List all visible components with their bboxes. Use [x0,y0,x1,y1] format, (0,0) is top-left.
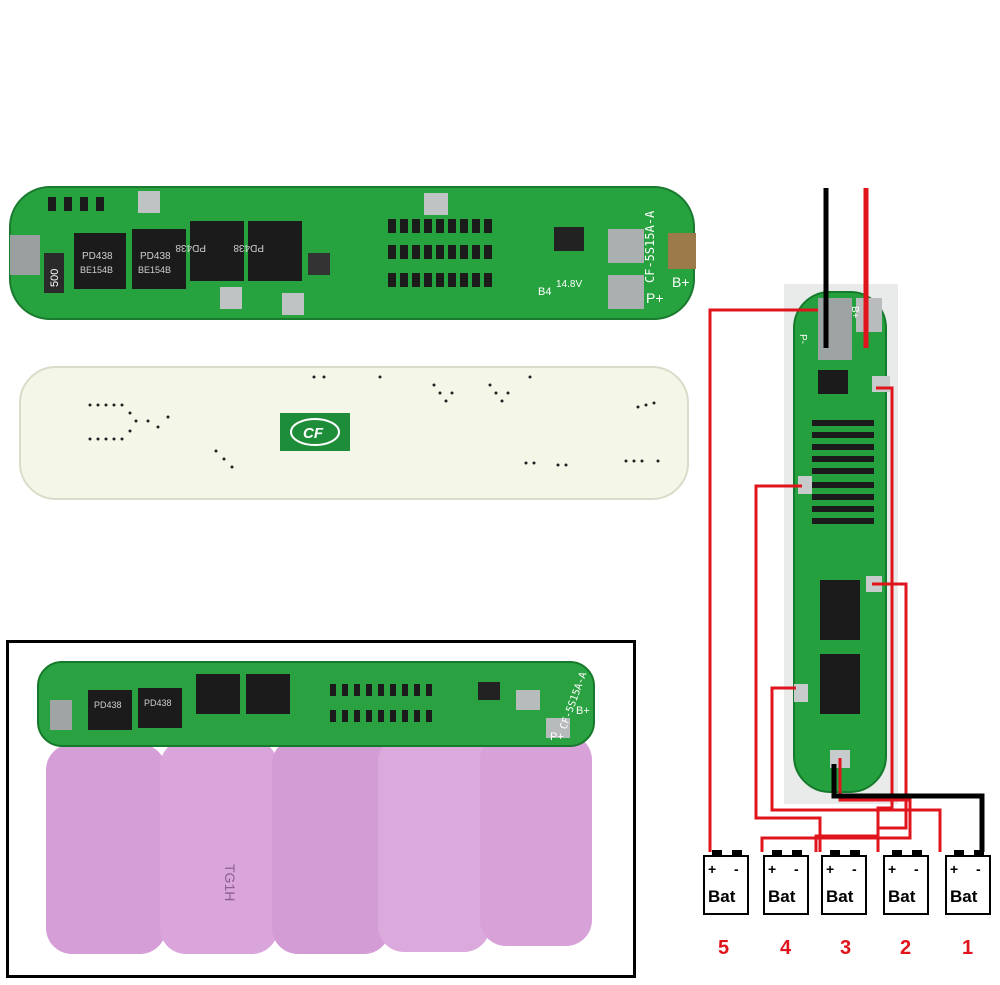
label-b4: B4 [538,286,551,298]
bat-minus: - [794,861,799,877]
board-ic [818,370,848,394]
cell [378,736,490,952]
battery-box-5: + - Bat [703,850,749,915]
mosfet-label-top: PD438 [175,242,206,253]
wire-b0 [760,758,912,852]
battery-box-4: + - Bat [763,850,809,915]
label-pplus: P+ [646,290,664,306]
pack-smd [330,682,500,722]
resistor [44,253,64,293]
silkscreen-dots [88,375,660,469]
bat-minus: - [734,861,739,877]
resistor-code: 500 [49,269,61,287]
pcb-pad [608,229,644,263]
bat-label: Bat [708,887,736,906]
board-smd [812,420,874,524]
pcb-pad [282,293,304,315]
wiring-diagram: B+ P- + - Bat + - Bat + - Bat + - [703,188,991,959]
pcb-pad [138,191,160,213]
bat-plus: + [708,861,716,877]
wire-cell5-plus [708,308,818,852]
board-pad-pminus [818,298,852,360]
pcb-back-board [19,366,689,500]
mosfet-label-top: PD438 [140,251,171,262]
pcb-back-photo: CF [19,366,689,500]
cell-number-5: 5 [718,937,729,959]
board-mosfet [820,580,860,640]
battery-box-3: + - Bat [821,850,867,915]
battery-pack-photo: TG1H PD438 PD438 CF-5S15A-A B+ P+ [37,661,595,954]
label-bplus: B+ [672,274,690,290]
pcb-front-photo: 500 PD438 BE154B PD438 BE154B PD438 PD43… [9,186,696,320]
wire-b1 [770,686,942,852]
wire-b4 [814,386,894,852]
board-marking: CF-5S15A-A [643,210,657,283]
cell [160,740,278,954]
mosfet-label-bottom: BE154B [138,265,171,275]
balance-wires [708,308,942,852]
bat-plus: + [950,861,958,877]
battery-box-1: + - Bat [945,850,991,915]
bat-plus: + [888,861,896,877]
bat-minus: - [852,861,857,877]
cell-number-4: 4 [780,937,792,959]
board-pad [794,684,808,702]
cell [46,744,166,954]
pack-mosfet-label: PD438 [144,698,172,708]
pack-mosfets [88,674,290,730]
board-mosfet [820,654,860,714]
bat-minus: - [914,861,919,877]
bat-minus: - [976,861,981,877]
mosfet-label-top: PD438 [233,242,264,253]
pack-pad [516,690,540,710]
bat-label: Bat [950,887,978,906]
mosfet-label-bottom: BE154B [80,265,113,275]
pack-pad [546,718,570,738]
battery-cells: TG1H [46,734,592,954]
bat-label: Bat [826,887,854,906]
pcb-pad [608,275,644,309]
cell-number-3: 3 [840,937,851,959]
pack-mosfet-label: PD438 [94,700,122,710]
pcb-pad [220,287,242,309]
wire-b3 [754,484,822,852]
pack-label-bplus: B+ [576,705,590,717]
cell-number-2: 2 [900,937,911,959]
smd-components [48,197,584,287]
pcb-pad [10,235,40,275]
bat-label: Bat [768,887,796,906]
cell-number-1: 1 [962,937,973,959]
pack-label-pplus: P+ [550,731,564,743]
pack-pad [50,700,72,730]
pcb-pad [424,193,448,215]
wire-main-negative [831,764,985,852]
bat-plus: + [768,861,776,877]
label-bplus-vertical: B+ [849,306,860,319]
battery-box-2: + - Bat [883,850,929,915]
label-voltage: 14.8V [556,279,582,290]
board-pad [798,476,812,494]
board-vertical [793,291,887,793]
cell [272,738,390,954]
label-pminus-vertical: P- [797,334,808,344]
cell [480,734,592,946]
cf-logo-text: CF [303,425,324,442]
mosfet-group: PD438 BE154B PD438 BE154B PD438 PD438 [74,221,302,289]
board-pad [872,376,890,392]
cell-text: TG1H [222,864,238,901]
board-pad-bplus [856,298,882,332]
wire-b2 [872,582,908,852]
bat-plus: + [826,861,834,877]
pcb-pad [668,233,696,269]
bat-label: Bat [888,887,916,906]
mosfet-label-top: PD438 [82,251,113,262]
